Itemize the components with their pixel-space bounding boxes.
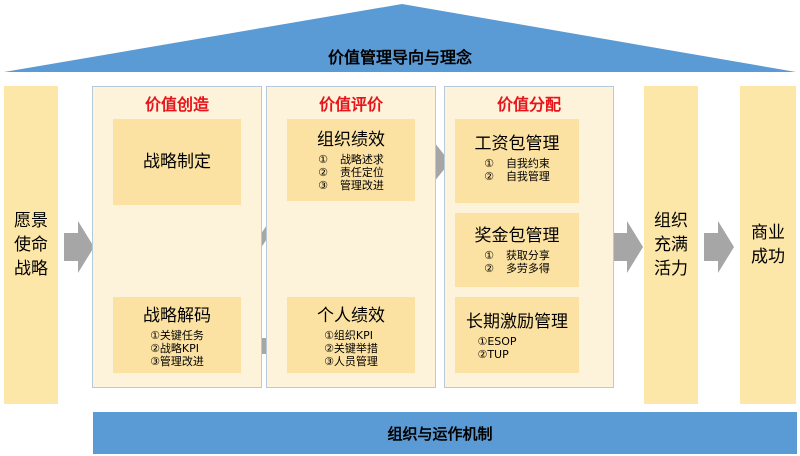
box-bonus-package-items: ① 获取分享 ② 多劳多得: [484, 249, 550, 275]
list-item: ②战略KPI: [150, 342, 200, 355]
box-strategy-decoding-items: ①关键任务 ②战略KPI ③管理改进: [150, 329, 204, 368]
pillar-vision-line-3: 战略: [14, 259, 48, 279]
list-item: ②TUP: [477, 348, 509, 361]
list-item: ① 自我约束: [484, 157, 550, 170]
box-bonus-package: 奖金包管理 ① 获取分享 ② 多劳多得: [455, 213, 579, 287]
pillar-vitality: 组织 充满 活力: [644, 86, 698, 404]
item-number: ②: [484, 262, 494, 275]
pillar-vision-line-2: 使命: [14, 235, 48, 255]
base-title: 组织与运作机制: [387, 425, 493, 443]
item-number: ①: [484, 249, 494, 262]
panel-value-creation: 价值创造 战略制定 战略解码 ①关键任务 ②战略KPI ③管理改进: [92, 86, 262, 388]
arrow-to-success: [704, 221, 734, 273]
item-number: ①: [484, 157, 494, 170]
item-text: 责任定位: [339, 166, 384, 179]
list-item: ② 责任定位: [318, 166, 384, 179]
box-long-term-incentive-title: 长期激励管理: [466, 312, 568, 332]
item-text: 管理改进: [339, 179, 384, 192]
pillar-success-line-1: 商业: [751, 223, 785, 243]
item-number: ②: [318, 166, 328, 179]
arrow-vision-to-creation: [64, 221, 94, 273]
box-personal-performance-items: ①组织KPI ②关键举措 ③人员管理: [324, 329, 378, 368]
list-item: ①关键任务: [150, 329, 204, 342]
box-strategy-formulation: 战略制定: [113, 119, 241, 205]
item-text: 获取分享: [505, 249, 550, 262]
pillar-vision: 愿景 使命 战略: [4, 86, 58, 404]
list-item: ①组织KPI: [324, 329, 374, 342]
box-strategy-decoding: 战略解码 ①关键任务 ②战略KPI ③管理改进: [113, 297, 241, 373]
box-personal-performance-title: 个人绩效: [317, 306, 385, 326]
panel-value-distribution: 价值分配 工资包管理 ① 自我约束 ② 自我管理 奖金包管理 ① 获取分享 ② 多劳多得…: [444, 86, 614, 388]
list-item: ③人员管理: [324, 355, 378, 368]
box-salary-package: 工资包管理 ① 自我约束 ② 自我管理: [455, 119, 579, 203]
box-bonus-package-title: 奖金包管理: [474, 226, 560, 246]
panel-creation-title: 价值创造: [144, 95, 209, 114]
panel-evaluation-title: 价值评价: [318, 95, 383, 114]
box-strategy-formulation-title: 战略制定: [143, 152, 211, 172]
pillar-vitality-line-1: 组织: [654, 211, 688, 231]
list-item: ① 获取分享: [484, 249, 550, 262]
arrow-to-vitality: [613, 221, 643, 273]
panel-distribution-title: 价值分配: [496, 95, 561, 114]
list-item: ③管理改进: [150, 355, 204, 368]
item-text: 多劳多得: [505, 262, 550, 275]
item-text: 自我约束: [505, 157, 550, 170]
item-number: ②: [484, 170, 494, 183]
box-org-performance: 组织绩效 ① 战略述求 ② 责任定位 ③ 管理改进: [287, 119, 415, 201]
list-item: ①ESOP: [477, 335, 517, 348]
list-item: ③ 管理改进: [318, 179, 384, 192]
item-text: 战略述求: [339, 153, 384, 166]
item-number: ①: [318, 153, 328, 166]
item-text: 自我管理: [505, 170, 550, 183]
pillar-vitality-line-2: 充满: [654, 235, 688, 255]
box-long-term-incentive-items: ①ESOP ②TUP: [477, 335, 516, 361]
base-shape: [93, 412, 797, 454]
list-item: ② 多劳多得: [484, 262, 550, 275]
list-item: ② 自我管理: [484, 170, 550, 183]
pillar-vitality-line-3: 活力: [654, 259, 688, 279]
list-item: ① 战略述求: [318, 153, 384, 166]
box-salary-package-title: 工资包管理: [474, 134, 560, 154]
pillar-vision-line-1: 愿景: [14, 211, 48, 231]
list-item: ②关键举措: [324, 342, 378, 355]
pillar-success-line-2: 成功: [751, 247, 785, 267]
roof-title: 价值管理导向与理念: [327, 48, 472, 67]
box-salary-package-items: ① 自我约束 ② 自我管理: [484, 157, 550, 183]
box-org-performance-items: ① 战略述求 ② 责任定位 ③ 管理改进: [318, 153, 384, 192]
roof-shape: [4, 4, 796, 72]
box-long-term-incentive: 长期激励管理 ①ESOP ②TUP: [455, 297, 579, 373]
item-number: ③: [318, 179, 328, 192]
panel-value-evaluation: 价值评价 组织绩效 ① 战略述求 ② 责任定位 ③ 管理改进 个人绩效 ①组织KPI …: [266, 86, 436, 388]
box-personal-performance: 个人绩效 ①组织KPI ②关键举措 ③人员管理: [287, 297, 415, 373]
pillar-success: 商业 成功: [740, 86, 796, 404]
box-org-performance-title: 组织绩效: [317, 130, 385, 150]
box-strategy-decoding-title: 战略解码: [143, 306, 211, 326]
